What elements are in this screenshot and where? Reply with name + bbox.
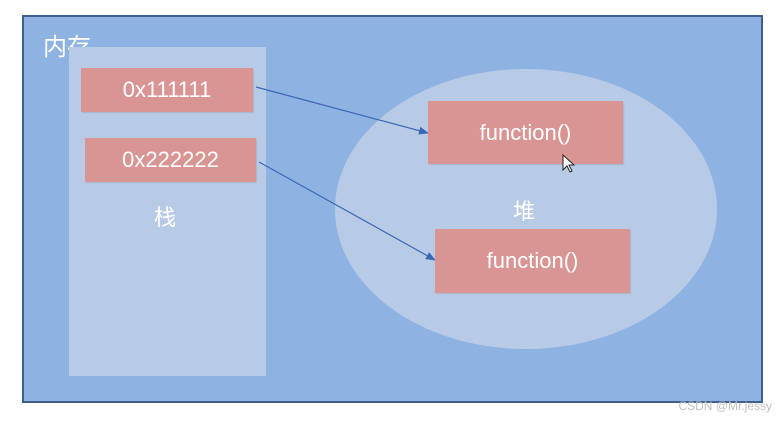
heap-function-1: function()	[428, 101, 623, 164]
stack-label: 栈	[154, 206, 177, 231]
arrow-ref-1	[255, 86, 429, 135]
watermark: CSDN @Mr.jessy	[678, 399, 772, 413]
stack-address-1: 0x111111	[81, 68, 253, 112]
heap-label: 堆	[513, 200, 536, 225]
reference-arrows	[255, 86, 436, 261]
memory-panel: 内存 栈 堆 0x111111 0x222222 function() func…	[22, 15, 763, 403]
arrow-ref-2	[258, 161, 436, 261]
heap-function-2: function()	[435, 229, 630, 293]
mouse-cursor-icon	[562, 154, 576, 173]
stack-address-2: 0x222222	[85, 138, 256, 182]
